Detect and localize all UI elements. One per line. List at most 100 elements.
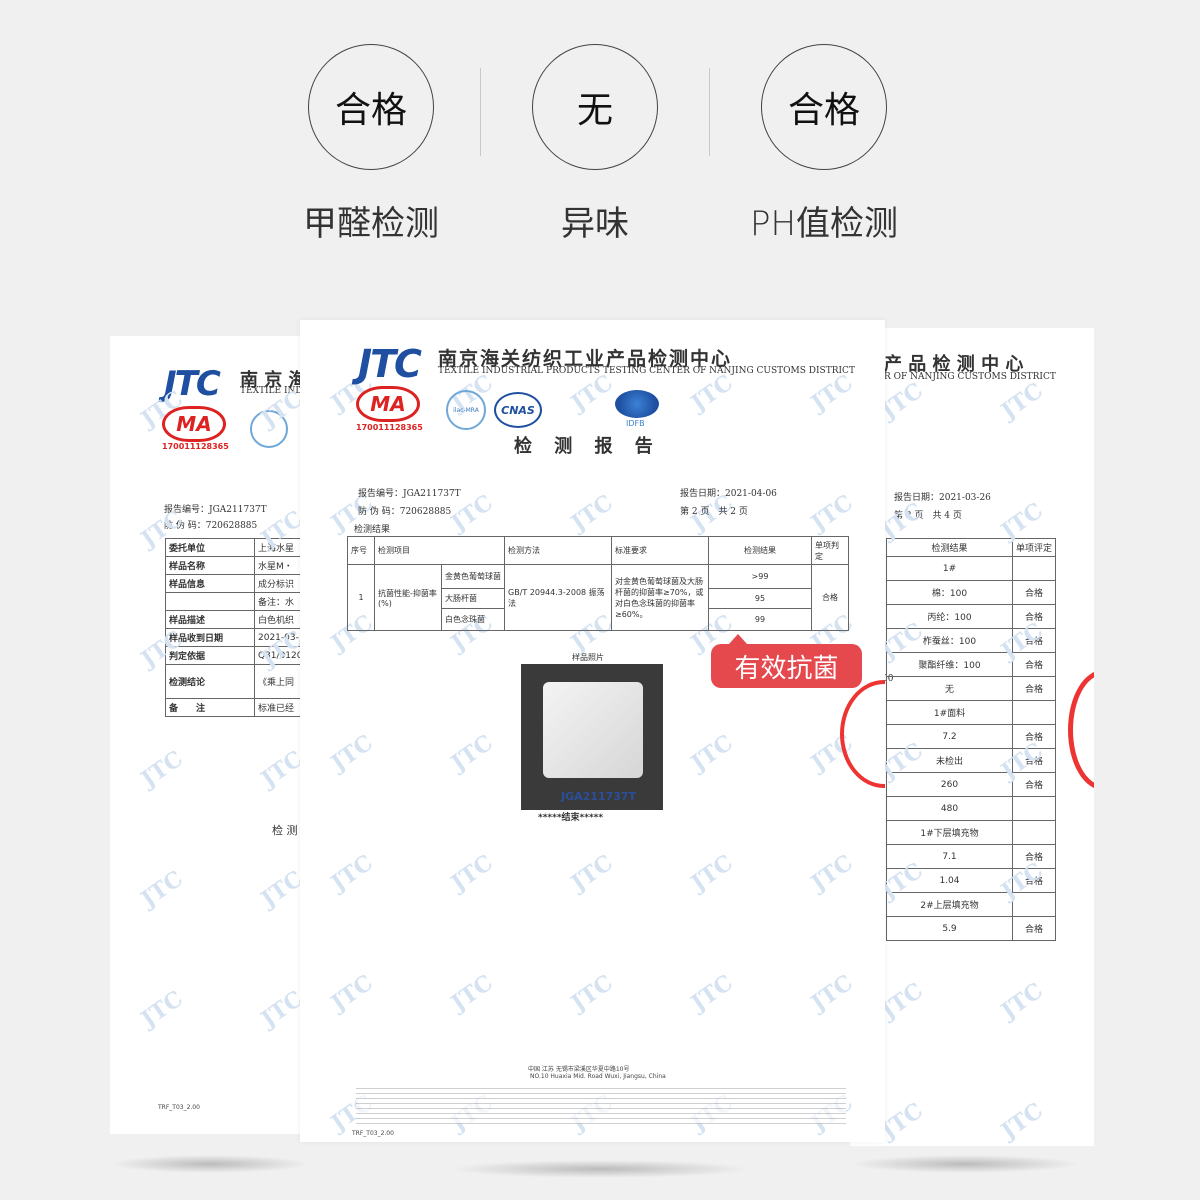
watermark-text: JTC [996, 497, 1048, 545]
org-name: 南京海关纺织工业产品检测中心 [438, 348, 733, 370]
verdict-cell: 合格 [1012, 916, 1056, 941]
watermark-text: JTC [566, 849, 618, 897]
watermark-text: JTC [566, 489, 618, 537]
jtc-logo-icon: JTC [358, 342, 422, 386]
verdict-cell: 合格 [1012, 580, 1056, 605]
address-en: NO.10 Huaxia Mid. Road Wuxi, Jiangsu, Ch… [530, 1073, 666, 1080]
table-row: 未检出合格 [886, 748, 1056, 773]
watermark-text: JTC [996, 977, 1048, 1025]
watermark-text: JTC [326, 729, 378, 777]
sample-fabric [543, 682, 643, 778]
test-method: GB/T 20944.3-2008 振荡法 [504, 564, 612, 631]
watermark-text: JTC [996, 377, 1048, 425]
anti-fake-code: 防 伪 码：720628885 [358, 507, 452, 517]
badge-caption: 异味 [561, 204, 629, 244]
photo-label: JGA211737T [561, 790, 637, 803]
table-row: 480 [886, 796, 1056, 821]
watermark-text: JTC [136, 505, 188, 553]
ilac-mra-icon [250, 410, 288, 448]
result-cell: 丙纶：100 [886, 604, 1013, 629]
table-header: 检测方法 [504, 536, 612, 565]
watermark-text: JTC [806, 969, 858, 1017]
watermark-text: JTC [326, 969, 378, 1017]
anti-fake-code: 防 伪 码：720628885 [164, 521, 258, 531]
sheet-shadow [850, 1155, 1080, 1173]
cma-number: 170011128365 [356, 423, 423, 432]
watermark-text: JTC [996, 737, 1048, 785]
divider [480, 68, 481, 156]
table-row: 1#下层填充物 [886, 820, 1056, 845]
idfb-globe-icon [615, 390, 659, 418]
org-name-en: TEXTILE INDUSTRIAL PRODUCTS TESTING CENT… [438, 366, 855, 376]
section-title: 检测结果 [354, 525, 391, 535]
footer-code: TRF_T03_2.00 [352, 1130, 394, 1137]
watermark-text: JTC [136, 385, 188, 433]
badge-formaldehyde: 合格 甲醛检测 [246, 44, 496, 245]
result-cell: 1#下层填充物 [886, 820, 1013, 845]
verdict: 合格 [811, 564, 849, 631]
badge-circle: 合格 [761, 44, 887, 170]
end-mark: *****结束***** [538, 813, 604, 823]
result-cell: 5.9 [886, 916, 1013, 941]
ilac-mra-icon: ilac-MRA [446, 390, 486, 430]
test-result-table: 序号 检测项目 检测方法 标准要求 检测结果 单项判定 1 抗菌性能-抑菌率(%… [347, 536, 849, 631]
watermark-text: JTC [806, 849, 858, 897]
cnas-logo-icon: CNAS [494, 392, 542, 428]
table-header: 检测项目 [374, 536, 505, 565]
org-name: 产 品 检 测 中 心 [884, 354, 1024, 375]
verdict-cell [1012, 700, 1056, 725]
report-date: 报告日期：2021-04-06 [680, 489, 777, 499]
badge-circle: 无 [532, 44, 658, 170]
badge-circle: 合格 [308, 44, 434, 170]
divider [709, 68, 710, 156]
watermark-text: JTC [686, 369, 738, 417]
report-sheet-right: 产 品 检 测 中 心 R OF NANJING CUSTOMS DISTRIC… [850, 328, 1094, 1146]
result-value: 99 [708, 608, 812, 631]
address-cn: 中国 江苏 无锡市梁溪区华夏中路10号 [528, 1066, 630, 1073]
sheet-shadow [110, 1155, 310, 1173]
sub-item: 白色念珠菌 [441, 608, 505, 631]
verdict-cell: 合格 [1012, 676, 1056, 701]
cma-number: 170011128365 [162, 442, 229, 451]
watermark-text: JTC [686, 729, 738, 777]
table-header: 序号 [347, 536, 375, 565]
watermark-text: JTC [686, 849, 738, 897]
watermark-text: JTC [446, 849, 498, 897]
sheet-shadow [450, 1160, 750, 1178]
idfb-label: IDFB [626, 419, 645, 428]
result-cell: 1#面料 [886, 700, 1013, 725]
watermark-text: JTC [446, 729, 498, 777]
result-cell: 1# [886, 556, 1013, 581]
badge-ph: 合格 PH值检测 [699, 44, 949, 245]
result-cell: 未检出 [886, 748, 1013, 773]
watermark-text: JTC [996, 1097, 1048, 1145]
watermark-text: JTC [326, 849, 378, 897]
page-count: 第 2 页 共 2 页 [680, 507, 748, 517]
report-number: 报告编号：JGA211737T [164, 505, 267, 515]
result-cell: 7.2 [886, 724, 1013, 749]
cma-logo-icon: MA [162, 406, 226, 442]
table-row: 1#面料 [886, 700, 1056, 725]
watermark-text: JTC [686, 969, 738, 1017]
verdict-cell: 合格 [1012, 868, 1056, 893]
report-sheet-center: JTC JTC JTC JTC JTC JTC JTC JTC JTC JTC JTC JTC JTC J… [300, 320, 885, 1142]
table-header: 检测结果 [708, 536, 812, 565]
table-row: 2#上层填充物 [886, 892, 1056, 917]
sample-photo: JGA211737T [521, 664, 663, 810]
verdict-cell [1012, 892, 1056, 917]
report-number: 报告编号：JGA211737T [358, 489, 461, 499]
verdict-cell [1012, 820, 1056, 845]
badge-odor: 无 异味 [470, 44, 720, 245]
result-cell: 聚酯纤维：100 [886, 652, 1013, 677]
result-cell: 1.04 [886, 868, 1013, 893]
antibacterial-tag: 有效抗菌 [711, 634, 862, 688]
watermark-text: JTC [136, 745, 188, 793]
cma-logo-icon: MA [356, 386, 420, 422]
bottom-title: 检 测 [272, 824, 298, 837]
org-name-en: R OF NANJING CUSTOMS DISTRICT [884, 372, 1056, 382]
result-cell: 无 [886, 676, 1013, 701]
